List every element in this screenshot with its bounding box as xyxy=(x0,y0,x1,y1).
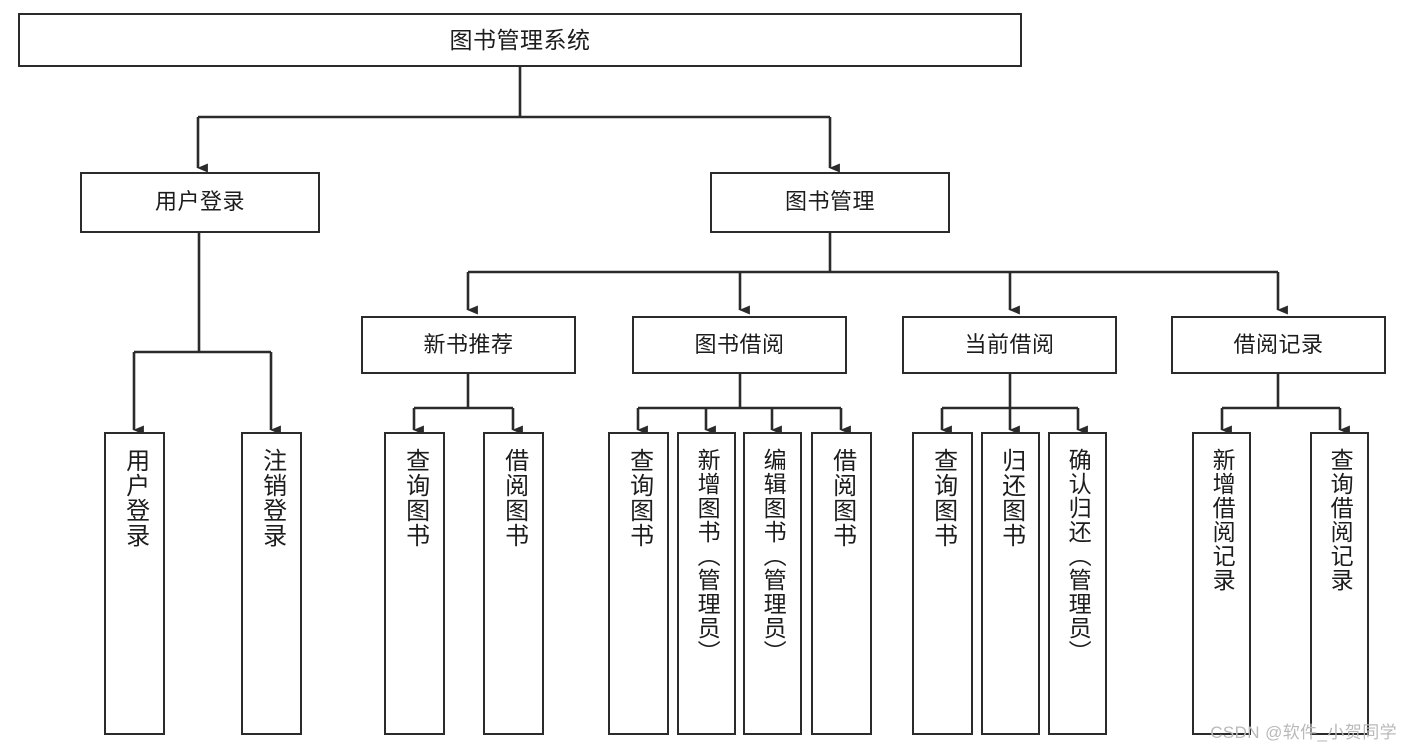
node-label: 新书推荐 xyxy=(423,331,514,357)
node-label: 查询图书 xyxy=(401,448,429,548)
leaf-logout[interactable]: 注销登录 xyxy=(241,432,302,735)
node-user-login[interactable]: 用户登录 xyxy=(80,172,320,233)
node-label: 确认归还（管理员） xyxy=(1065,448,1092,664)
node-current-borrow[interactable]: 当前借阅 xyxy=(902,316,1117,374)
node-label: 图书借阅 xyxy=(694,331,785,357)
leaf-current-confirm-return-admin[interactable]: 确认归还（管理员） xyxy=(1048,432,1107,735)
node-label: 新增图书（管理员） xyxy=(694,448,721,664)
node-label: 查询图书 xyxy=(625,448,653,548)
node-label: 借阅图书 xyxy=(828,448,856,548)
node-label: 用户登录 xyxy=(121,448,149,548)
node-book-borrow[interactable]: 图书借阅 xyxy=(632,316,847,374)
leaf-borrow-query-book[interactable]: 查询图书 xyxy=(608,432,669,735)
leaf-records-add-record[interactable]: 新增借阅记录 xyxy=(1192,432,1251,735)
node-label: 借阅图书 xyxy=(500,448,528,548)
node-label: 当前借阅 xyxy=(964,331,1055,357)
leaf-user-login[interactable]: 用户登录 xyxy=(104,432,165,735)
node-label: 用户登录 xyxy=(154,189,245,215)
node-label: 图书管理 xyxy=(784,189,875,215)
leaf-newbook-borrow-book[interactable]: 借阅图书 xyxy=(483,432,544,735)
node-label: 查询借阅记录 xyxy=(1327,448,1354,592)
node-label: 查询图书 xyxy=(929,448,957,548)
node-label: 注销登录 xyxy=(258,448,286,548)
node-root-system[interactable]: 图书管理系统 xyxy=(18,13,1022,67)
leaf-borrow-add-book-admin[interactable]: 新增图书（管理员） xyxy=(677,432,736,735)
node-label: 借阅记录 xyxy=(1233,331,1324,357)
watermark-text: CSDN @软件_小贺同学 xyxy=(1210,723,1397,742)
leaf-current-query-book[interactable]: 查询图书 xyxy=(912,432,973,735)
node-borrow-records[interactable]: 借阅记录 xyxy=(1171,316,1386,374)
leaf-records-query-record[interactable]: 查询借阅记录 xyxy=(1310,432,1369,735)
leaf-borrow-edit-book-admin[interactable]: 编辑图书（管理员） xyxy=(743,432,802,735)
node-new-book-recommend[interactable]: 新书推荐 xyxy=(361,316,576,374)
node-label: 归还图书 xyxy=(997,448,1025,548)
node-label: 编辑图书（管理员） xyxy=(760,448,787,664)
leaf-current-return-book[interactable]: 归还图书 xyxy=(981,432,1040,735)
node-label: 图书管理系统 xyxy=(449,26,591,53)
leaf-newbook-query-book[interactable]: 查询图书 xyxy=(384,432,445,735)
node-label: 新增借阅记录 xyxy=(1209,448,1236,592)
node-book-management[interactable]: 图书管理 xyxy=(710,172,950,233)
leaf-borrow-borrow-book[interactable]: 借阅图书 xyxy=(811,432,872,735)
